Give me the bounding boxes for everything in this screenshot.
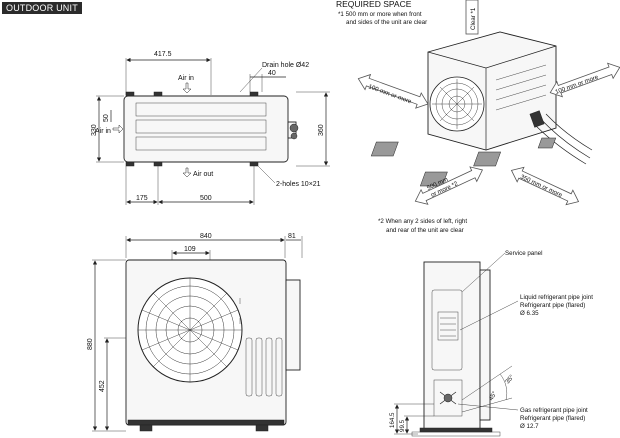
side-view-body <box>423 261 481 431</box>
dim-360-label: 360 <box>318 124 325 136</box>
liquid-pipe-line2: Refrigerant pipe (flared) <box>520 302 585 309</box>
dim-99-label: 99.5 <box>399 419 406 432</box>
gas-pipe-line2: Refrigerant pipe (flared) <box>520 415 585 422</box>
dim-880-label: 880 <box>87 338 94 350</box>
top-view-body <box>123 95 289 163</box>
air-in-top-label: Air in <box>178 75 194 82</box>
air-in-left-arrow-icon <box>112 124 124 134</box>
dim-164-label: 164.5 <box>389 412 396 428</box>
drain-hole-label: Drain hole Ø42 <box>262 62 309 69</box>
dim-81-label: 81 <box>288 233 296 240</box>
liquid-pipe-line1: Liquid refrigerant pipe joint <box>520 294 593 301</box>
section-title: OUTDOOR UNIT <box>2 2 82 14</box>
air-in-top-arrow-icon <box>182 82 192 94</box>
dim-417-label: 417.5 <box>154 51 172 58</box>
air-out-label: Air out <box>193 171 213 178</box>
required-space: REQUIRED SPACE *1 500 mm or more when fr… <box>336 0 620 234</box>
air-out-arrow-icon <box>182 167 192 178</box>
dim-109-label: 109 <box>184 246 196 253</box>
holes-label: 2-holes 10×21 <box>276 181 321 188</box>
air-in-left-label: Air in <box>95 128 111 135</box>
top-view: 417.5 40 Drain hole Ø42 Air in Air in Ai… <box>91 51 330 205</box>
required-space-heading: REQUIRED SPACE <box>336 0 412 9</box>
clear-top-label: Clear *1 <box>470 7 477 30</box>
required-space-note2-line1: *2 When any 2 sides of left, right <box>378 218 467 225</box>
required-space-note1-line1: *1 500 mm or more when front <box>338 11 422 18</box>
liquid-pipe-line3: Ø 6.35 <box>520 310 539 317</box>
dim-500-label: 500 <box>200 195 212 202</box>
angle-35-label: 35° <box>504 373 516 385</box>
required-space-note2-line2: and rear of the unit are clear <box>386 227 464 234</box>
angle-45-label: 45° <box>488 390 499 402</box>
required-space-note1-line2: and sides of the unit are clear <box>346 19 427 26</box>
bottom-right-arrow-label: 350 mm or more <box>519 173 564 199</box>
dim-840-label: 840 <box>200 233 212 240</box>
dim-452-label: 452 <box>99 380 106 392</box>
dim-175-label: 175 <box>136 195 148 202</box>
dim-330-label: 330 <box>91 124 98 136</box>
front-view: 840 81 109 <box>87 233 303 432</box>
gas-pipe-line1: Gas refrigerant pipe joint <box>520 407 588 414</box>
gas-pipe-line3: Ø 12.7 <box>520 423 539 430</box>
dim-50-label: 50 <box>103 114 110 122</box>
service-panel-label: Service panel <box>505 250 543 257</box>
side-view: Service panel Liquid refrigerant pipe jo… <box>389 250 593 437</box>
dim-40-label: 40 <box>268 70 276 77</box>
